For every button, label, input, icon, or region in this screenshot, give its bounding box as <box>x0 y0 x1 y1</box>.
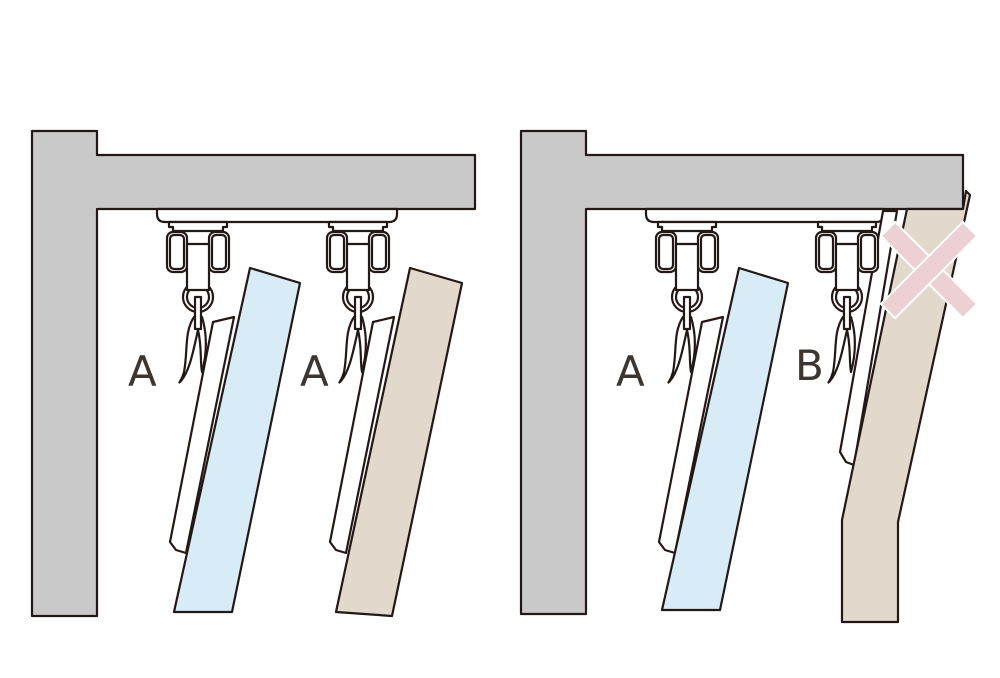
pleat-tape <box>657 315 725 555</box>
pleat-tape <box>838 209 899 467</box>
wall-ceiling <box>30 129 477 618</box>
pleat-tape <box>328 315 396 555</box>
left-panel: A A <box>30 129 477 618</box>
curtain-fabric-beige <box>334 266 464 618</box>
curtain-rail <box>644 207 886 224</box>
hook-label-a: A <box>616 347 645 396</box>
curtain-fabric-beige-wrong <box>840 189 972 624</box>
hook-label-a: A <box>128 347 157 396</box>
curtain-rail <box>155 207 399 224</box>
x-mark-icon <box>879 220 979 320</box>
curtain-fabric-blue <box>660 266 790 612</box>
right-panel: A B <box>519 129 979 624</box>
pleat-tape <box>168 315 236 555</box>
hook-label-b: B <box>795 341 824 390</box>
curtain-fabric-blue <box>172 266 302 614</box>
hook-label-a: A <box>300 347 329 396</box>
